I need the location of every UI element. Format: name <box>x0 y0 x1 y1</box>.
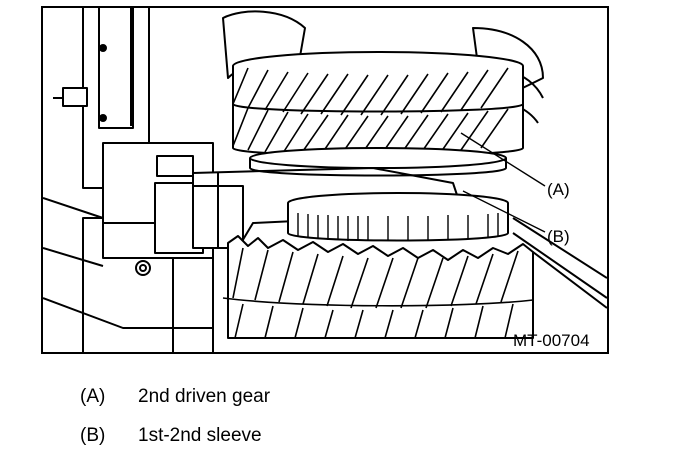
callout-leaders <box>460 132 546 233</box>
press-machine <box>43 8 214 352</box>
legend-text: 2nd driven gear <box>138 386 271 407</box>
gear-press-illustration: (A) (B) MT-00704 <box>41 6 609 354</box>
sleeve-ring <box>287 192 509 242</box>
legend-item-a: (A) 2nd driven gear <box>80 386 270 408</box>
legend-text: 1st-2nd sleeve <box>138 425 262 446</box>
figure-code: MT-00704 <box>513 331 590 350</box>
legend-item-b: (B) 1st-2nd sleeve <box>80 425 262 447</box>
upper-helical-gear <box>232 51 524 177</box>
legend-key: (B) <box>80 425 106 446</box>
support-rails <box>512 217 607 309</box>
gear-drawing <box>43 8 607 352</box>
legend-key: (A) <box>80 386 106 407</box>
callout-label-a: (A) <box>547 180 570 199</box>
callout-label-b: (B) <box>547 227 570 246</box>
lower-gears <box>222 235 534 339</box>
